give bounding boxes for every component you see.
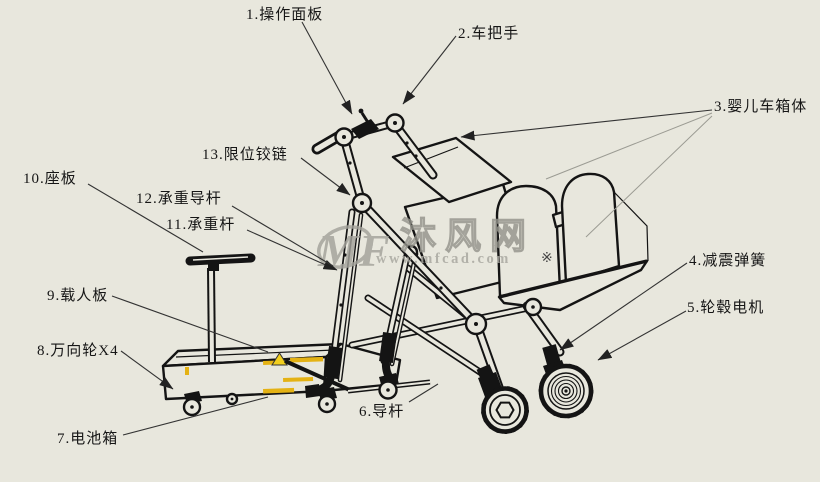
leader-caster-wheels	[120, 350, 174, 390]
label-carriage-body: 3.婴儿车箱体	[714, 99, 808, 115]
label-handlebar: 2.车把手	[458, 26, 520, 42]
leader-seat-board	[87, 183, 204, 253]
leader-shock-spring	[559, 262, 688, 351]
label-operation-panel: 1.操作面板	[246, 7, 324, 23]
control-lever	[360, 112, 371, 125]
wheel-hub	[495, 401, 515, 419]
leader-guide-rod	[408, 383, 439, 403]
label-guide-rod: 6.导杆	[359, 404, 405, 420]
label-standing-board: 9.载人板	[47, 288, 109, 304]
warning-triangle-icon	[271, 352, 288, 366]
caster-wheel	[378, 373, 399, 400]
caster-wheel	[182, 391, 202, 417]
leader-lines	[87, 21, 713, 436]
label-battery-box: 7.电池箱	[57, 431, 119, 447]
leader-carriage-body-3	[585, 115, 713, 238]
caster-wheels	[182, 387, 337, 417]
warning-decals	[185, 352, 324, 394]
operation-panel	[351, 119, 379, 139]
leader-standing-board	[111, 295, 269, 353]
label-seat-board: 10.座板	[23, 171, 77, 187]
label-hub-motor: 5.轮毂电机	[687, 300, 765, 316]
caster-wheel	[225, 392, 239, 406]
leader-operation-panel	[301, 21, 353, 115]
leader-load-guide-rod	[231, 205, 334, 267]
watermark: MF 沐风网 www.mfcad.com	[317, 215, 535, 276]
leader-handlebar	[402, 35, 457, 105]
seat-board	[185, 253, 256, 363]
label-caster-wheels: 8.万向轮X4	[37, 343, 119, 359]
leader-carriage-body-1	[460, 109, 713, 141]
leader-hub-motor	[597, 310, 687, 361]
leader-limit-hinge	[300, 157, 351, 196]
label-limit-hinge: 13.限位铰链	[202, 147, 288, 163]
label-shock-spring: 4.减震弹簧	[689, 253, 767, 269]
load-bearing-rods	[305, 208, 364, 398]
shock-sleeve	[379, 332, 397, 363]
leader-battery-box	[122, 396, 269, 436]
watermark-site-name: 沐风网	[400, 216, 535, 256]
reference-mark: ※	[541, 251, 553, 266]
leader-load-rod	[246, 229, 338, 271]
hub-motor-wheel	[538, 344, 594, 419]
limit-hinge	[351, 192, 373, 214]
label-load-rod: 11.承重杆	[166, 217, 236, 233]
rear-wheel	[476, 364, 529, 434]
watermark-url: www.mfcad.com	[376, 251, 511, 267]
base-platform	[161, 342, 431, 401]
label-load-guide-rod: 12.承重导杆	[136, 191, 222, 207]
watermark-swoosh-icon	[317, 225, 373, 269]
handlebar	[311, 108, 405, 155]
shock-sleeve	[324, 345, 343, 380]
leader-carriage-body-2	[545, 112, 713, 180]
carriage-box-body: ※	[391, 136, 649, 312]
